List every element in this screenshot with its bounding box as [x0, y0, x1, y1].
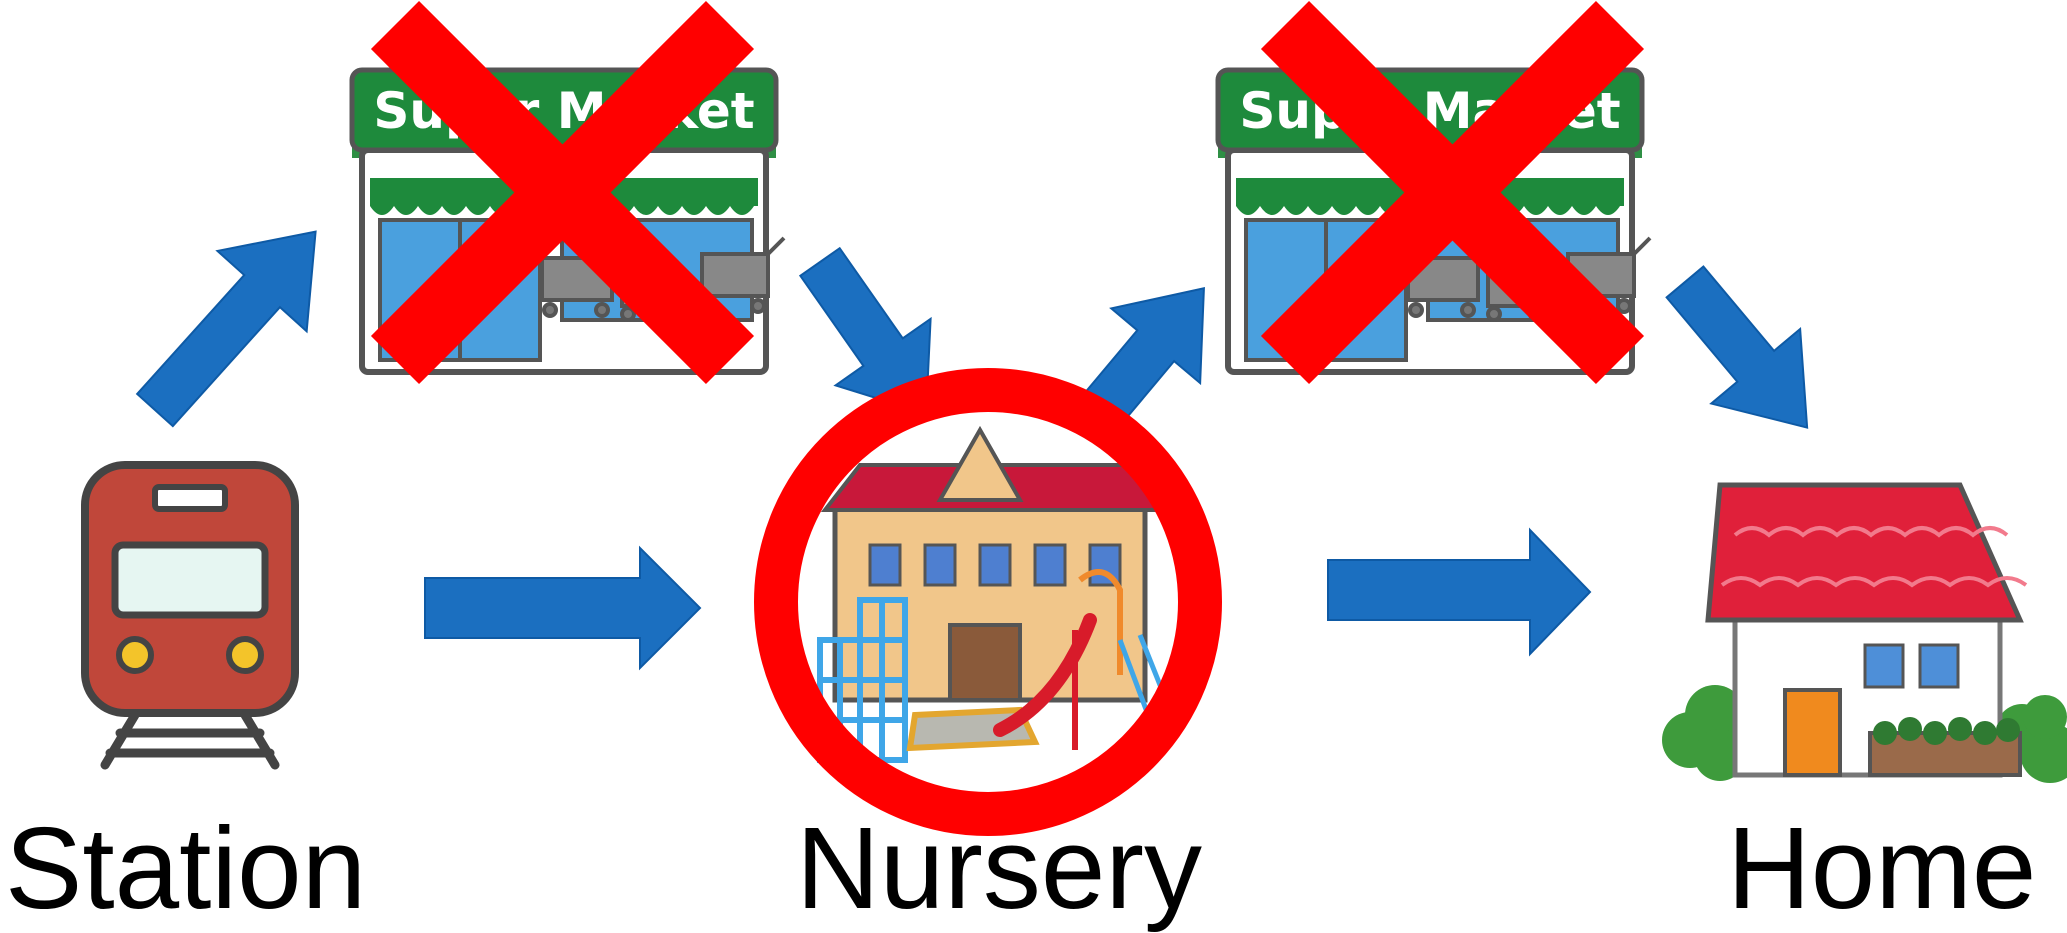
- nursery-building-icon: [820, 430, 1170, 760]
- station-label: Station: [5, 810, 366, 926]
- arrow-supermarket-right-to-home: [1641, 245, 1852, 465]
- home-label: Home: [1727, 810, 2036, 926]
- nursery-label: Nursery: [796, 810, 1202, 926]
- arrow-nursery-to-home: [1328, 530, 1590, 654]
- arrow-station-to-nursery: [425, 548, 700, 668]
- arrow-station-to-supermarket-left: [110, 191, 360, 450]
- house-icon: [1662, 485, 2067, 783]
- train-icon: [85, 465, 295, 765]
